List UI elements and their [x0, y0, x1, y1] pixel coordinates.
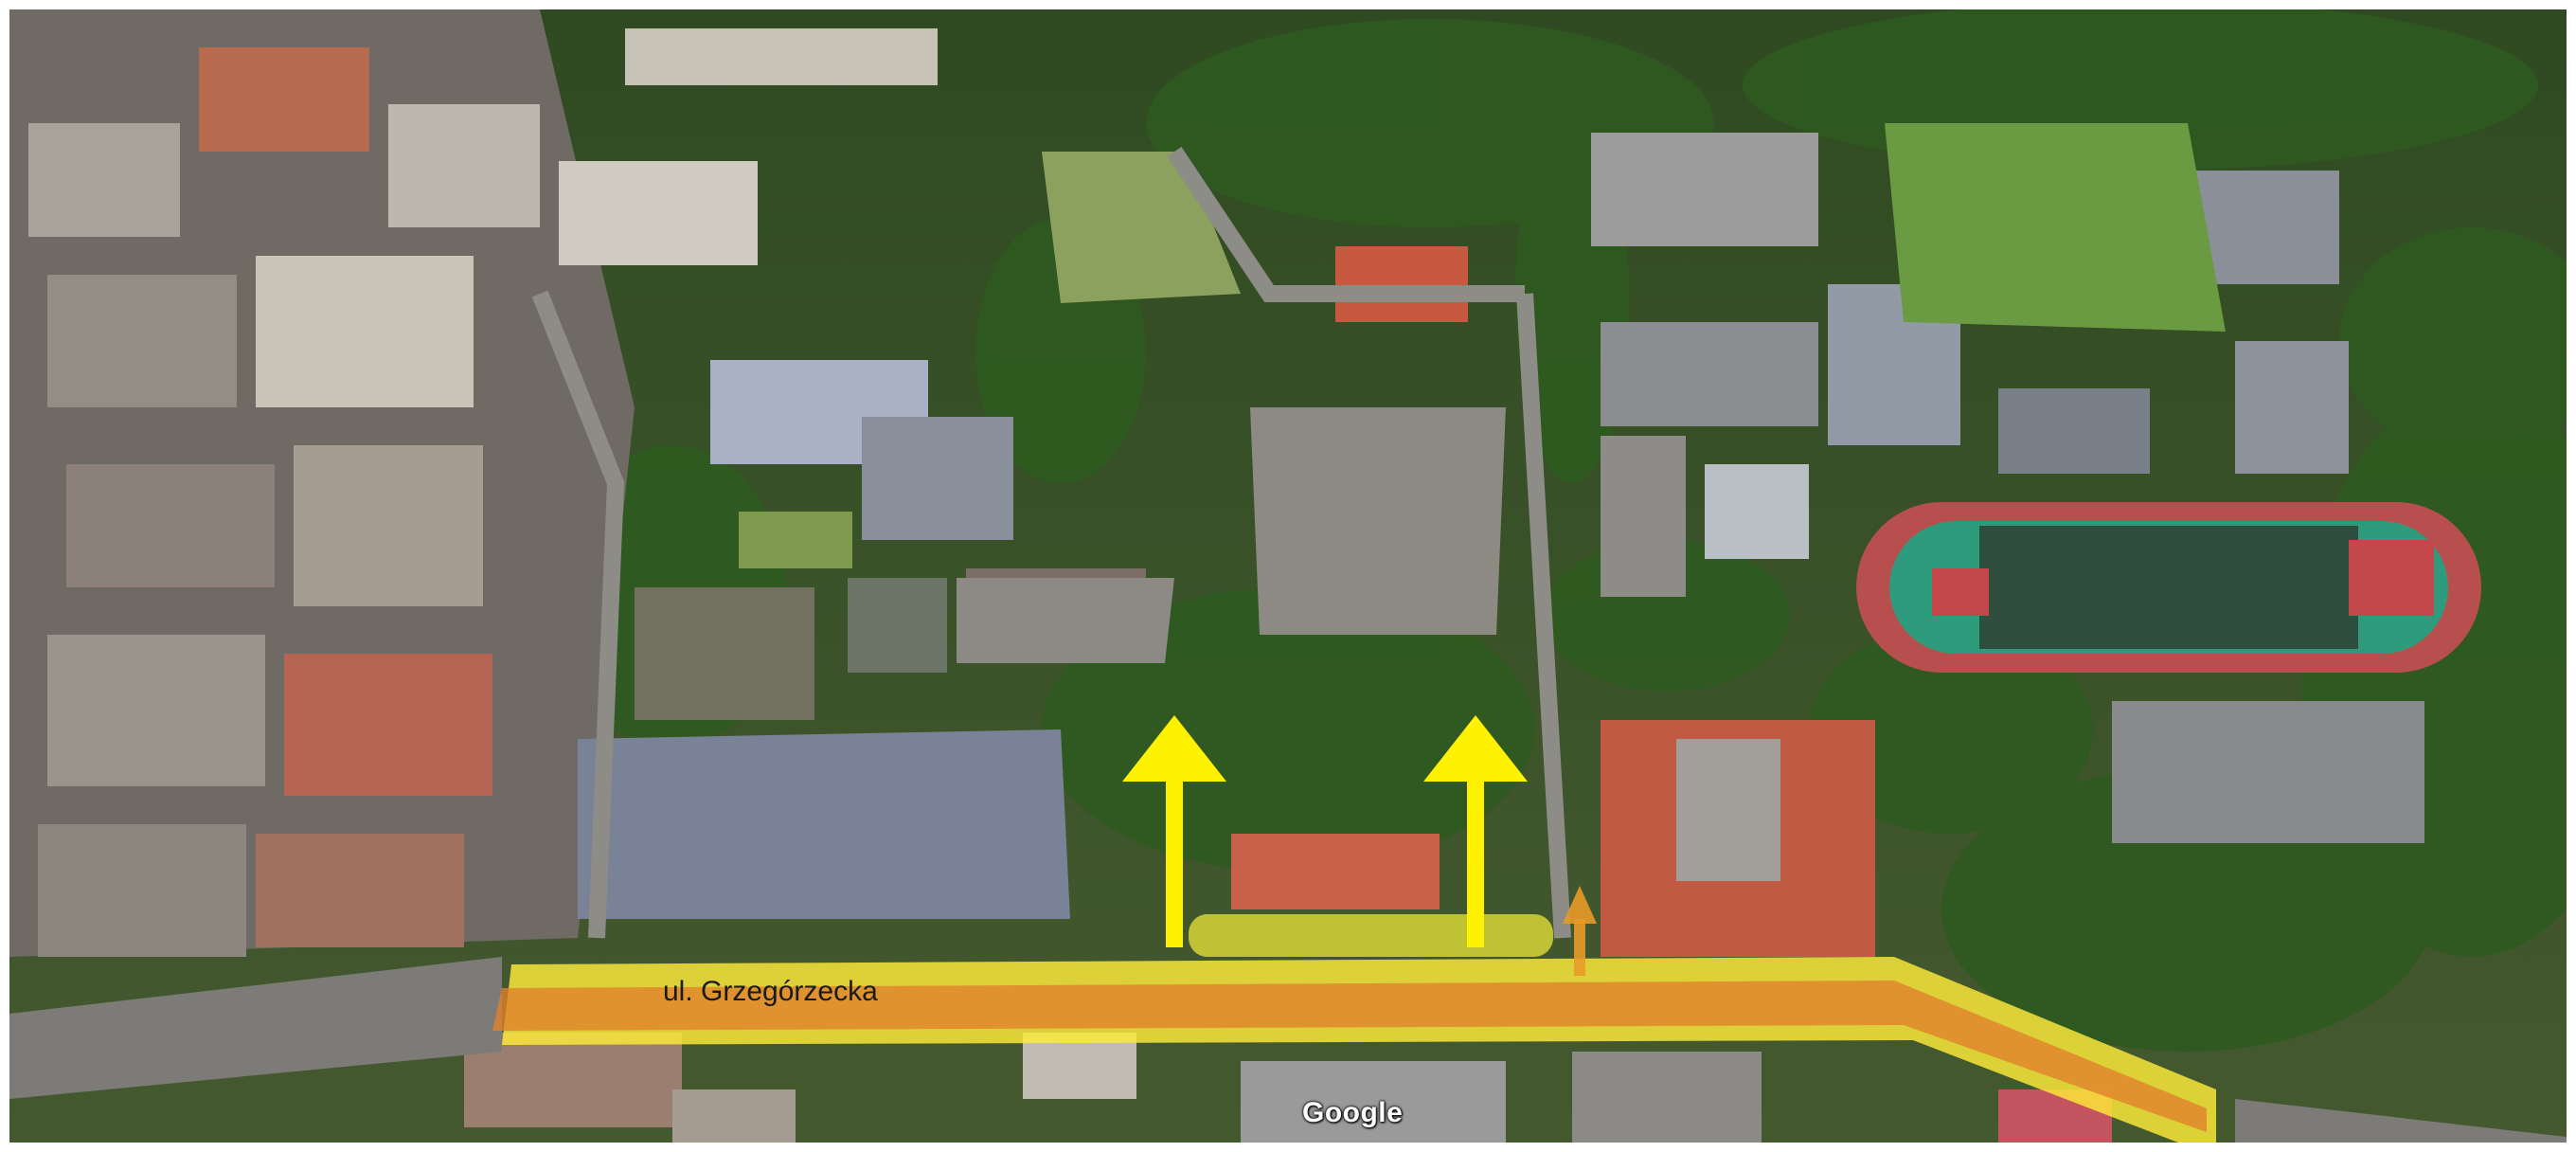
main-street	[9, 957, 2567, 1143]
street-core-orange	[492, 981, 2207, 1132]
buildings-south	[464, 1033, 2112, 1143]
arrow-right	[1423, 715, 1528, 947]
sports-track	[1856, 502, 2481, 673]
local-roads	[531, 147, 1571, 939]
map-attribution: Google	[1302, 1097, 1404, 1128]
street-label: ul. Grzegórzecka	[663, 976, 878, 1007]
arrow-left	[1122, 715, 1226, 947]
highlight-patch	[1189, 914, 1553, 957]
arrow-small	[1563, 886, 1597, 976]
aerial-map[interactable]: ul. Grzegórzecka Google	[9, 9, 2567, 1143]
urban-blocks-left	[9, 9, 635, 957]
open-areas	[739, 123, 2226, 881]
street-highlight-overlay	[492, 914, 2216, 1143]
